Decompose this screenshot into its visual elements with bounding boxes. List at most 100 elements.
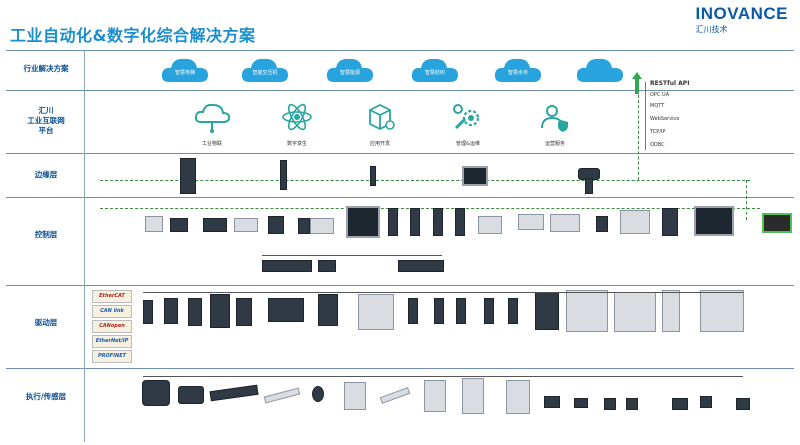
divider-industry bbox=[6, 90, 794, 91]
cloud-icon bbox=[494, 58, 541, 82]
remote-io bbox=[398, 260, 444, 272]
divider-edge bbox=[6, 197, 794, 198]
protocol-item: ODBC bbox=[650, 142, 665, 148]
atom-icon bbox=[282, 103, 312, 131]
cloud-icon bbox=[326, 58, 373, 82]
power-cabinet bbox=[566, 290, 608, 332]
scara-robot bbox=[424, 380, 446, 412]
cloud-industry bbox=[575, 54, 625, 84]
protocol-item: MQTT bbox=[650, 103, 665, 109]
plc-module bbox=[298, 218, 310, 234]
layer-label-drive: 驱动层 bbox=[34, 318, 58, 327]
page-title: 工业自动化&数字化综合解决方案 bbox=[10, 26, 256, 45]
power-cabinet bbox=[700, 290, 744, 332]
six-axis-robot bbox=[506, 380, 530, 414]
platform-app: 管理&运维 bbox=[448, 100, 488, 147]
control-hmi-large bbox=[694, 206, 734, 236]
sensor bbox=[574, 398, 588, 408]
controller bbox=[433, 208, 443, 236]
linear-module bbox=[209, 384, 259, 402]
platform-app-label: 运营服务 bbox=[544, 141, 565, 147]
industry-solution-label: 智慧水务 bbox=[507, 70, 528, 76]
platform-app-label: 应用开发 bbox=[369, 141, 390, 147]
inverter bbox=[236, 298, 252, 326]
layer-label-platform: 汇川 工业互联网 平台 bbox=[27, 106, 65, 135]
platform-app-label: 数字孪生 bbox=[286, 141, 307, 147]
io-bus bbox=[262, 255, 442, 256]
servo-drive bbox=[143, 300, 153, 324]
controller bbox=[455, 208, 465, 236]
servo-motor bbox=[142, 380, 170, 406]
wrench-gear-icon bbox=[453, 104, 480, 130]
protocol-item: TCP/IP bbox=[650, 129, 666, 135]
plc-module bbox=[310, 218, 334, 234]
plc-module bbox=[234, 218, 258, 232]
fieldbus-logo: EtherNet/IP bbox=[92, 335, 132, 348]
scara-robot bbox=[462, 378, 484, 414]
fieldbus-logo: EtherCAT bbox=[92, 290, 132, 303]
io-module bbox=[596, 216, 608, 232]
protocol-item: RESTful API bbox=[650, 80, 690, 87]
io-module bbox=[518, 214, 544, 230]
actuator-bus bbox=[143, 376, 743, 377]
edge-dashed-bus bbox=[100, 180, 750, 181]
fieldbus-logo: CANopen bbox=[92, 320, 132, 333]
protocol-item: OPC UA bbox=[650, 92, 670, 98]
cloud-industry: 智慧水务 bbox=[493, 54, 543, 84]
power-cabinet bbox=[662, 290, 680, 332]
brand: INOVANCE 汇川技术 bbox=[696, 4, 788, 35]
sensor bbox=[672, 398, 688, 410]
plc-module bbox=[170, 218, 188, 232]
industry-solution-label: 智能空压机 bbox=[252, 70, 278, 76]
platform-app: 运营服务 bbox=[535, 100, 575, 147]
remote-io bbox=[262, 260, 312, 272]
cloud-industry: 智慧能源 bbox=[325, 54, 375, 84]
edge-hmi bbox=[462, 166, 488, 186]
platform-app: 应用开发 bbox=[360, 100, 400, 147]
edge-module bbox=[280, 160, 287, 190]
sensor bbox=[604, 398, 616, 410]
cloud-icon bbox=[411, 58, 458, 82]
io-module bbox=[550, 214, 580, 232]
drive-module bbox=[484, 298, 494, 324]
protocol-bracket bbox=[645, 82, 646, 150]
label-column-divider bbox=[84, 50, 85, 442]
plc-module bbox=[203, 218, 227, 232]
drive-module bbox=[318, 294, 338, 326]
drive-bus bbox=[143, 292, 743, 293]
plc-module bbox=[145, 216, 163, 232]
edge-gateway bbox=[180, 158, 196, 194]
control-dashed-bus bbox=[100, 208, 760, 209]
encoder bbox=[312, 386, 324, 402]
user-shield-icon bbox=[541, 105, 568, 132]
platform-app-label: 工业物联 bbox=[201, 141, 222, 147]
divider-top bbox=[6, 50, 794, 51]
platform-app-label: 管理&运维 bbox=[456, 141, 480, 147]
cloud-network-icon bbox=[194, 103, 231, 133]
large-inverter bbox=[535, 292, 559, 330]
cloud-industry: 智慧纺织 bbox=[410, 54, 460, 84]
fieldbus-logo: CAN link bbox=[92, 305, 132, 318]
divider-platform bbox=[6, 153, 794, 154]
divider-drive bbox=[6, 368, 794, 369]
drive-module bbox=[508, 298, 518, 324]
control-hmi bbox=[346, 206, 380, 238]
divider-control bbox=[6, 285, 794, 286]
cube-gear-icon bbox=[369, 103, 395, 131]
controller bbox=[410, 208, 420, 236]
edge-module bbox=[370, 166, 376, 186]
cloud-icon bbox=[576, 58, 623, 82]
industry-solution-label: 智慧电梯 bbox=[174, 70, 195, 76]
sensor bbox=[544, 396, 560, 408]
protocol-item: WebService bbox=[650, 116, 680, 122]
platform-app: 工业物联 bbox=[192, 100, 232, 147]
drive-cabinet bbox=[358, 294, 394, 330]
cloud-dashed-link bbox=[638, 95, 639, 180]
drive-module bbox=[456, 298, 466, 324]
arrow-up-icon bbox=[632, 72, 642, 94]
layer-label-edge: 边缘层 bbox=[34, 170, 58, 179]
servo-drive bbox=[188, 298, 202, 326]
robot-controller bbox=[620, 210, 650, 234]
remote-io bbox=[318, 260, 336, 272]
cloud-industry: 智能空压机 bbox=[240, 54, 290, 84]
